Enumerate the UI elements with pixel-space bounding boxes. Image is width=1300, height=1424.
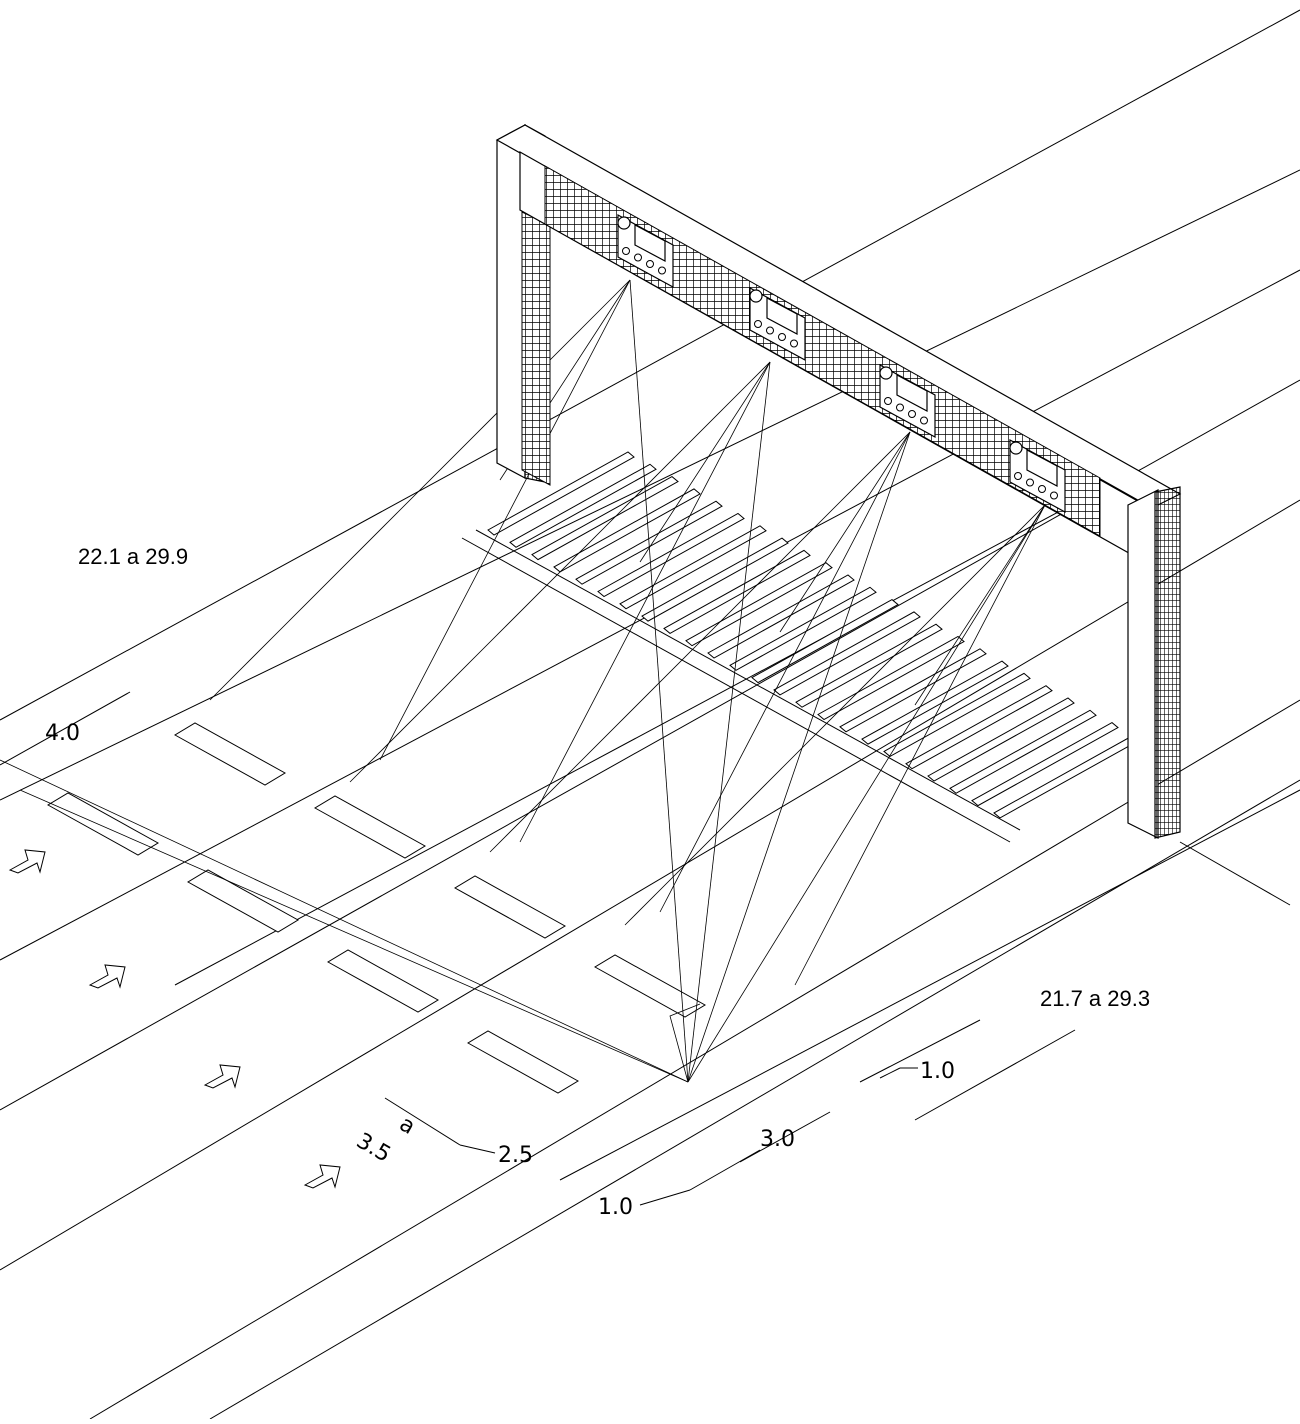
stripe xyxy=(927,697,1075,782)
stripe xyxy=(751,598,899,684)
stripe xyxy=(729,586,877,671)
beam-line xyxy=(794,504,1046,986)
dimension-2-5: 2.5 xyxy=(498,1143,533,1168)
stripe xyxy=(597,512,745,598)
lane-marking xyxy=(47,792,159,856)
camera-button xyxy=(1026,478,1034,487)
dimension-3-5: 3.5 xyxy=(352,1129,395,1168)
lane-marking xyxy=(187,869,299,933)
camera-screen xyxy=(634,224,666,262)
beam-line xyxy=(687,431,911,1083)
stripe xyxy=(971,721,1119,807)
camera-screen xyxy=(896,374,928,412)
camera-button xyxy=(908,410,916,418)
lane-marking xyxy=(174,722,286,786)
stripe xyxy=(949,709,1097,794)
camera-lens xyxy=(1009,441,1023,455)
camera-unit-icon xyxy=(749,286,806,362)
beam-line xyxy=(624,504,1046,926)
beam-line xyxy=(19,789,689,1083)
traffic-direction-arrow-icon xyxy=(203,1064,241,1089)
stripe-field-border xyxy=(461,529,1021,843)
stripe xyxy=(839,648,987,733)
camera-button xyxy=(790,339,798,348)
lane-marking xyxy=(314,795,426,859)
traffic-direction-arrow-icon xyxy=(88,964,126,989)
beam-line xyxy=(687,361,771,1083)
camera-button xyxy=(622,247,630,255)
camera-button xyxy=(658,266,666,275)
stripe xyxy=(487,451,635,536)
camera-lens xyxy=(879,366,893,380)
stripe xyxy=(773,611,921,696)
traffic-direction-arrow-icon xyxy=(8,849,46,874)
stripe xyxy=(817,635,965,721)
camera-screen xyxy=(1026,449,1058,487)
lane-marking xyxy=(454,875,566,939)
camera-button xyxy=(920,416,928,425)
camera-unit-icon xyxy=(879,363,936,439)
camera-button xyxy=(646,260,654,268)
stripe xyxy=(707,574,855,659)
camera-unit-icon xyxy=(617,213,674,289)
lane-marking xyxy=(594,954,706,1018)
beam-line xyxy=(379,279,631,761)
beam-line xyxy=(659,431,911,913)
camera-button xyxy=(754,320,762,328)
gantry-structure xyxy=(495,123,1182,839)
dimension-1-0-right: 1.0 xyxy=(920,1059,955,1084)
dimension-a: a xyxy=(395,1112,419,1140)
camera-button xyxy=(778,333,786,341)
camera-button xyxy=(884,397,892,405)
beam-line xyxy=(629,279,689,1083)
stripe xyxy=(861,660,1009,745)
dimension-4-0: 4.0 xyxy=(45,721,80,746)
traffic-direction-arrow-icon xyxy=(303,1164,341,1189)
camera-button xyxy=(1050,491,1058,500)
span-label-left: 22.1 a 29.9 xyxy=(78,544,188,569)
camera-lens xyxy=(617,216,631,230)
lane-marking xyxy=(467,1030,579,1094)
camera-button xyxy=(1038,485,1046,493)
stripe xyxy=(883,672,1031,758)
dimension-lines xyxy=(0,691,1291,1206)
stripe xyxy=(531,475,679,561)
stripe xyxy=(905,685,1053,770)
beam-line xyxy=(687,504,1046,1083)
camera-button xyxy=(766,326,774,335)
beam-line xyxy=(669,1003,701,1083)
stripe xyxy=(641,537,789,622)
beam-line xyxy=(349,361,771,783)
stripe xyxy=(509,463,657,548)
beam-line xyxy=(0,759,689,1083)
stripe xyxy=(663,549,811,635)
camera-unit-icon xyxy=(1009,438,1066,514)
beam-line xyxy=(489,431,911,853)
dimension-1-0-bottom: 1.0 xyxy=(598,1195,633,1220)
stripe xyxy=(619,525,767,610)
beam-line xyxy=(519,361,771,843)
stripe xyxy=(685,562,833,647)
camera-button xyxy=(1014,472,1022,480)
camera-button xyxy=(634,253,642,262)
camera-lens xyxy=(749,289,763,303)
beam-line xyxy=(914,504,1046,706)
camera-button xyxy=(896,403,904,412)
camera-screen xyxy=(766,297,798,335)
detection-beams xyxy=(0,279,1046,1083)
lane-markings xyxy=(47,722,706,1094)
span-label-right: 21.7 a 29.3 xyxy=(1040,986,1150,1011)
camera-units xyxy=(617,213,1066,514)
stripe-field xyxy=(487,451,1141,819)
traffic-arrows xyxy=(8,849,341,1189)
beam-line xyxy=(639,361,771,563)
beam-line xyxy=(209,279,631,701)
lane-marking xyxy=(327,949,439,1013)
dimension-3-0: 3.0 xyxy=(760,1127,795,1152)
beam-line xyxy=(779,431,911,633)
